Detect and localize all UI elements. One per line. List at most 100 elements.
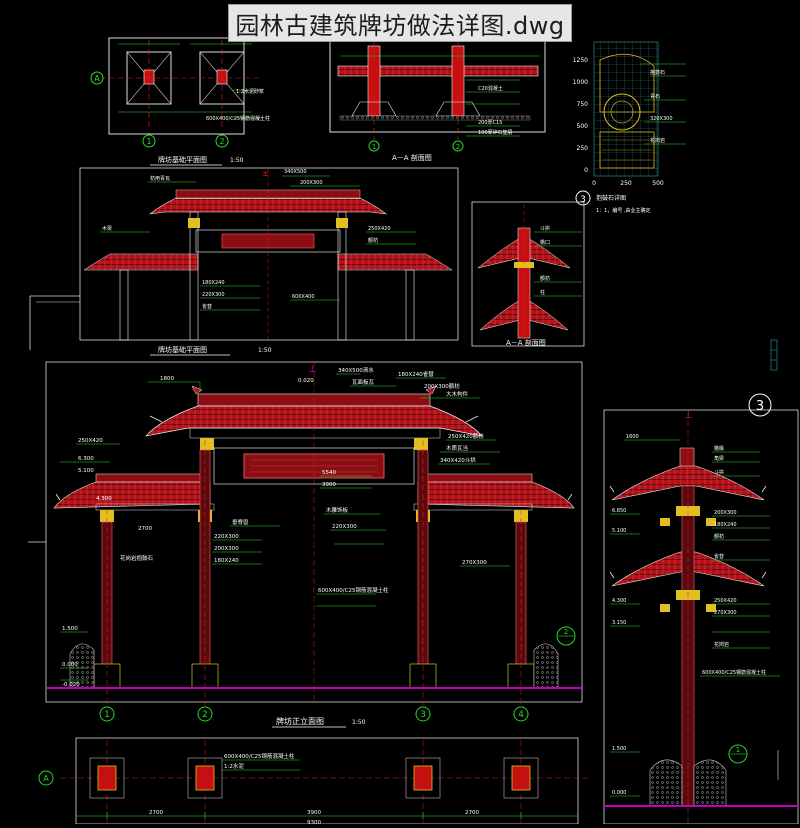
main-elevation-axis-1: 1	[104, 710, 110, 720]
main-elevation-dim-4: 250X420额枋	[448, 432, 484, 440]
main-elevation-level-5: 0.000	[62, 662, 78, 668]
elevation-small-dim-0: 340X500	[284, 169, 307, 175]
elevation-small-label-2: 额枋	[368, 237, 378, 244]
svg-text:±: ±	[262, 169, 269, 178]
filename-banner: 园林古建筑牌坊做法详图.dwg	[228, 4, 572, 42]
side-section-dim-1: 200X300	[714, 510, 737, 516]
section-aa-small-label-0: C20混凝土	[478, 85, 503, 92]
side-section-dim-4: 270X300	[714, 610, 737, 616]
plan-small-label-0: 600X400/C25钢筋混凝土柱	[206, 115, 270, 122]
svg-text:⊥: ⊥	[308, 364, 317, 375]
detail-3-scale-0: 0	[584, 167, 588, 174]
main-elevation-level-6: -0.020	[62, 682, 80, 688]
detail-3-label-1: 青石	[650, 93, 660, 100]
side-section-label-3: 额枋	[714, 533, 724, 540]
side-section-level-0: 6.850	[612, 508, 626, 514]
section-aa-small-title: A－A 剖面图	[392, 153, 432, 162]
side-section-label-5: 花岗岩	[714, 641, 729, 648]
elevation-small: ± 340X500 200X300 250X420 180X240 220X30…	[29, 167, 459, 350]
main-elevation-level-1: 6.300	[78, 456, 94, 462]
main-elevation-label-0: 瓦面板瓦	[352, 378, 375, 386]
side-section-level-3: 3.150	[612, 620, 626, 626]
main-elevation-axis-2: 2	[202, 710, 208, 720]
elevation-small-dim-3: 180X240	[202, 280, 225, 286]
main-elevation-dim-2: 180X240雀替	[398, 370, 434, 378]
detail-3-label-0: 抱鼓石	[650, 69, 665, 76]
side-section-dim-2: 180X240	[714, 522, 737, 528]
plan-small: A 1 2 1:2水泥砂浆 600X400/C25钢筋混凝土柱 牌坊基础平面图 …	[90, 37, 270, 166]
plan-small-label-1: 1:2水泥砂浆	[236, 88, 264, 95]
foundation-plan-dim-3: 9300	[307, 820, 321, 824]
section-aa-small-axis-2: 2	[456, 143, 460, 151]
section-aa-mid-title: A－A 剖面图	[506, 338, 546, 347]
detail-3-scale-1000: 1000	[573, 79, 588, 86]
section-aa-small-axis-1: 1	[372, 143, 376, 151]
plan-small-title: 牌坊基础平面图	[158, 155, 207, 164]
main-elevation-level-3: 4.300	[96, 496, 112, 502]
foundation-plan-dim-2: 2700	[465, 810, 479, 816]
side-section-label-4: 雀替	[714, 553, 724, 560]
elevation-small-label-0: 枋用青瓦	[150, 175, 170, 182]
main-elevation-label-4: 垂脊兽	[232, 518, 249, 526]
main-elevation-dim-11: 270X300	[462, 560, 487, 566]
main-elevation-dim-5: 340X420斗拱	[440, 456, 476, 464]
plan-small-axis-a: A	[94, 74, 100, 83]
plan-small-axis-1: 1	[146, 137, 151, 146]
main-elevation-title: 牌坊正立面图	[276, 716, 324, 726]
main-elevation-dim-12: 2700	[138, 526, 152, 532]
section-aa-small: 200厚C15 100厚碎石垫层 C20混凝土 1 2 A－A 剖面图	[329, 37, 546, 162]
detail-3-scale-750: 750	[577, 101, 589, 108]
side-section-number: 3	[756, 399, 764, 414]
side-section-dim-0: 1600	[626, 434, 639, 440]
detail-3-x-0: 0	[592, 180, 596, 187]
detail-3-scale-500: 500	[577, 123, 589, 130]
main-elevation-dim-3: 200X300额枋	[424, 382, 460, 390]
main-elevation-dim-13: 3900	[322, 482, 336, 488]
main-elevation-dim-10: 600X400/C25钢筋混凝土柱	[318, 586, 389, 594]
main-elevation-dim-8: 200X300	[214, 546, 239, 552]
detail-3-x-250: 250	[620, 180, 632, 187]
detail-3-number: 3	[580, 195, 586, 205]
foundation-plan-axis-a: A	[43, 774, 49, 783]
main-elevation-dim-14: 5540	[322, 470, 336, 476]
side-section-label-2: 斗拱	[714, 469, 724, 476]
side-section-label-0: 檐椽	[714, 445, 724, 452]
main-elevation-dim-7: 220X300	[214, 534, 239, 540]
detail-3-scale-250: 250	[577, 145, 589, 152]
main-elevation-level-4: 1.500	[62, 626, 78, 632]
side-section-level-5: 0.000	[612, 790, 626, 796]
detail-3-scale-1250: 1250	[573, 57, 588, 64]
side-section-callout: 1	[736, 746, 740, 754]
elevation-small-dim-5: 600X400	[292, 294, 315, 300]
main-elevation: ⊥ 1800 340X500清水 瓦面板瓦 180X240雀替 200X300额…	[28, 361, 583, 728]
main-elevation-dim-1: 340X500清水	[338, 366, 374, 374]
side-section-level-2: 4.300	[612, 598, 626, 604]
main-elevation-axis-4: 4	[518, 710, 524, 720]
foundation-plan-label-1: 1:2水泥	[224, 762, 244, 770]
detail-3: 1250 1000 750 500 250 0 0 250 500 抱鼓石 青石…	[573, 41, 686, 214]
foundation-plan-dim-1: 3900	[307, 810, 321, 816]
side-section-level-4: 1.500	[612, 746, 626, 752]
main-plan-caption-scale: 1:50	[258, 347, 272, 354]
plan-small-scale: 1:50	[230, 157, 244, 164]
main-plan-caption: 牌坊基础平面图	[158, 345, 207, 354]
section-aa-small-label-2: 100厚碎石垫层	[478, 129, 513, 136]
foundation-plan-dim-0: 2700	[149, 810, 163, 816]
main-elevation-label-3: 花岗岩抱鼓石	[120, 554, 154, 562]
main-elevation-dim-9: 180X240	[214, 558, 239, 564]
main-elevation-level-2: 5.100	[78, 468, 94, 474]
section-aa-mid-label-1: 檐口	[540, 239, 550, 246]
elevation-small-label-1: 木梁	[102, 225, 112, 232]
main-elevation-label-1: 大木构件	[446, 390, 469, 398]
edge-markers	[770, 339, 779, 780]
side-section: 3 ⊥	[603, 393, 799, 825]
main-elevation-scale: 1:50	[352, 719, 366, 726]
detail-3-note: 1：1，编号 ,由业主确定	[596, 207, 651, 214]
elevation-small-label-3: 雀替	[202, 303, 212, 310]
main-elevation-dim-7b: 220X300	[332, 524, 357, 530]
detail-3-label-3: 花岗岩	[650, 137, 665, 144]
elevation-small-dim-1: 200X300	[300, 180, 323, 186]
elevation-small-dim-2: 250X420	[368, 226, 391, 232]
